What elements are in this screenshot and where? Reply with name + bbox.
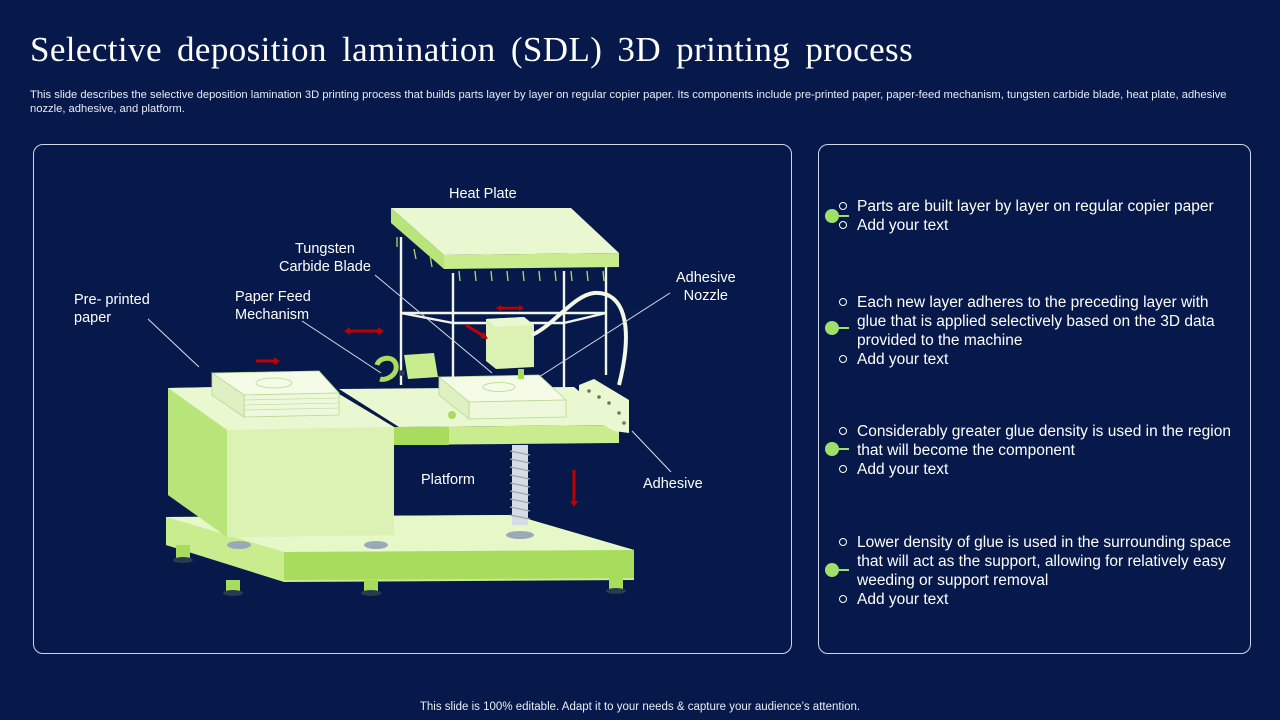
heat-rays [396,237,605,282]
label-heat-plate: Heat Plate [449,186,517,202]
adhesive-block [579,379,629,433]
bullet-text: Add your text [839,460,1239,479]
bullet-text: Add your text [839,216,1239,235]
platform-piston [506,445,534,539]
label-tungsten-blade-line2: Carbide Blade [279,259,371,275]
motion-arrows [256,305,578,507]
label-tungsten-blade: Tungsten Carbide Blade [279,240,371,276]
bullet-text: Considerably greater glue density is use… [839,422,1239,460]
label-paper-feed-line2: Mechanism [235,307,310,323]
label-adhesive: Adhesive [643,476,703,492]
point-group-2: Each new layer adheres to the preceding … [825,293,1239,369]
point-group-3: Considerably greater glue density is use… [825,422,1239,479]
paper-stack-build [437,374,567,420]
bullet-text: Lower density of glue is used in the sur… [839,533,1239,590]
label-preprinted-paper: Pre- printed paper [74,291,150,327]
callout-leaders [147,274,672,473]
timeline-marker [825,209,849,223]
bullet-text: Add your text [839,590,1239,609]
diagram-panel: Heat Plate Tungsten Carbide Blade Adhesi… [33,144,792,654]
point-group-1: Parts are built layer by layer on regula… [825,197,1239,235]
points-panel: Parts are built layer by layer on regula… [818,144,1251,654]
bullet-text: Add your text [839,350,1239,369]
label-paper-feed-line1: Paper Feed [235,289,311,305]
label-paper-feed: Paper Feed Mechanism [235,288,311,324]
timeline-marker [825,321,849,335]
adhesive-nozzle [486,290,628,386]
label-adhesive-nozzle: Adhesive Nozzle [676,269,736,305]
label-tungsten-blade-line1: Tungsten [294,241,355,257]
timeline-marker [825,442,849,456]
bullet-text: Each new layer adheres to the preceding … [839,293,1239,350]
label-preprinted-line1: Pre- printed [74,292,150,308]
sdl-machine-illustration [147,208,672,596]
slide-title: Selective deposition lamination (SDL) 3D… [30,30,914,69]
machine-frame [399,237,608,390]
slide-subtitle: This slide describes the selective depos… [30,89,1227,115]
bullet-text: Parts are built layer by layer on regula… [839,197,1239,216]
label-adhesive-nozzle-line1: Adhesive [676,270,736,286]
feed-roller [374,353,438,382]
timeline-marker [825,563,849,577]
label-platform: Platform [421,472,475,488]
slide-footer: This slide is 100% editable. Adapt it to… [419,701,861,713]
heat-plate [391,208,619,269]
paper-stack-left [210,370,340,418]
label-adhesive-nozzle-line2: Nozzle [683,288,728,304]
label-preprinted-line2: paper [74,310,112,326]
point-group-4: Lower density of glue is used in the sur… [825,533,1239,609]
